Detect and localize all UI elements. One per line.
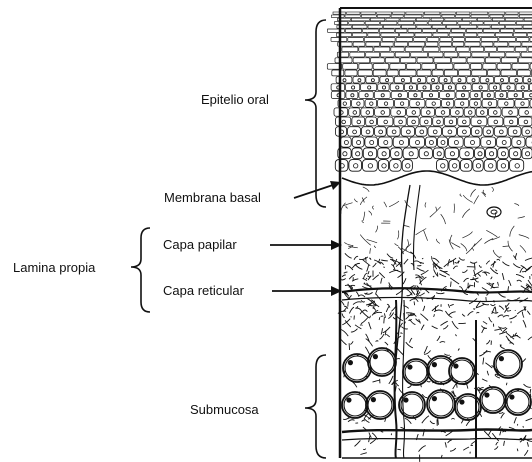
submucosa-brace <box>305 355 326 458</box>
reticular-arrow <box>272 286 342 296</box>
label-membrana-basal: Membrana basal <box>164 191 261 204</box>
label-submucosa: Submucosa <box>190 403 259 416</box>
label-capa-papilar: Capa papilar <box>163 238 237 251</box>
reticular-layer-mesh <box>338 252 532 324</box>
label-epitelio-oral: Epitelio oral <box>201 93 269 106</box>
submucosa-fat-cells <box>341 300 532 462</box>
lamina-brace <box>131 228 150 312</box>
papilar-arrow <box>270 240 342 250</box>
membrana-arrow <box>294 181 341 198</box>
label-lamina-propia: Lamina propia <box>13 261 95 274</box>
epitelio-brace <box>305 20 326 207</box>
epithelium-cells <box>327 12 532 171</box>
basal-membrane-line <box>342 171 532 185</box>
label-capa-reticular: Capa reticular <box>163 284 244 297</box>
